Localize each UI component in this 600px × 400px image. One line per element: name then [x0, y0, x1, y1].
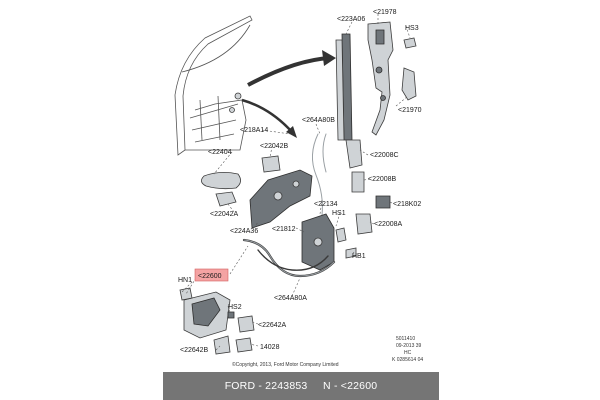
inner-door-handle	[179, 287, 231, 339]
label-21812: <21812	[272, 226, 296, 233]
label-14028: 14028	[260, 344, 280, 351]
handle-reinforcement	[249, 169, 313, 229]
copyright-text: ©Copyright, 2013, Ford Motor Company Lim…	[232, 361, 339, 368]
label-hb1: HB1	[352, 253, 366, 260]
outer-door-handle	[201, 172, 241, 190]
leader-lines	[181, 14, 411, 351]
bracket-22008a	[355, 213, 373, 235]
label-22008a: <22008A	[374, 221, 403, 228]
latch-cable-upper	[312, 133, 323, 216]
label-hs3: HS3	[405, 25, 419, 32]
handle-cap-22042b	[261, 155, 281, 173]
rear-frame-bracket	[367, 21, 417, 136]
striker-bracket-22008b	[351, 171, 365, 193]
door-frame	[174, 15, 253, 156]
latch-cable-upper-2	[322, 133, 327, 173]
label-hs1: HS1	[332, 210, 346, 217]
direction-arrow	[247, 56, 331, 87]
label-22600: <22600	[198, 273, 222, 280]
label-22008b: <22008B	[368, 176, 397, 183]
label-224a36: <224A36	[230, 228, 258, 235]
ref-line-2: 09-2013 39	[396, 343, 422, 349]
clip-14028	[235, 337, 253, 353]
footer-callout: N - <22600	[323, 380, 378, 392]
handle-gasket-22042a	[215, 191, 237, 207]
ref-line-3: HC	[404, 350, 412, 356]
label-22008c: <22008C	[370, 152, 399, 159]
label-22134: <22134	[314, 201, 338, 208]
label-264a80b: <264A80B	[302, 117, 335, 124]
direction-arrowhead-lower	[286, 126, 297, 138]
label-22404: <22404	[208, 149, 232, 156]
direction-arrowhead	[322, 50, 336, 66]
reference-block: 5011410 09-2013 39 HC K 0285614 04	[392, 336, 423, 363]
label-264a80a: <264A80A	[274, 295, 307, 302]
striker-bracket-22008c	[345, 139, 363, 169]
bracket-218k02	[375, 195, 391, 209]
direction-arrow-lower	[241, 98, 293, 133]
label-22042a: <22042A	[210, 211, 239, 218]
label-22042b: <22042B	[260, 143, 289, 150]
ref-line-1: 5011410	[396, 336, 415, 342]
label-hs2: HS2	[228, 304, 242, 311]
inner-handle-cable-core	[243, 239, 335, 277]
footer-part-number: 2243853	[265, 380, 308, 392]
label-22642a: <22642A	[258, 322, 287, 329]
label-21978: <21978	[373, 9, 397, 16]
door-latch	[301, 213, 357, 271]
label-218k02: <218K02	[393, 201, 421, 208]
label-21970: <21970	[398, 107, 422, 114]
screw-hs2	[227, 311, 235, 319]
bezel-22642a	[237, 315, 255, 333]
highlight-callout	[194, 268, 229, 282]
inner-handle-rod	[257, 249, 329, 271]
part-footer-bar: FORD - 2243853 N - <22600	[163, 372, 439, 400]
label-22642b: <22642B	[180, 347, 209, 354]
footer-brand: FORD	[224, 380, 256, 392]
label-218a14: <218A14	[240, 127, 268, 134]
window-run-channel	[335, 33, 353, 141]
parts-diagram: <223A06 <21978 HS3 <21970 <264A80B <218A…	[174, 9, 423, 368]
ref-line-4: K 0285614 04	[392, 357, 423, 363]
label-hn1: HN1	[178, 277, 192, 284]
label-223a06: <223A06	[337, 16, 365, 23]
bezel-22642b	[213, 335, 231, 355]
callout-labels: <223A06 <21978 HS3 <21970 <264A80B <218A…	[178, 9, 422, 354]
